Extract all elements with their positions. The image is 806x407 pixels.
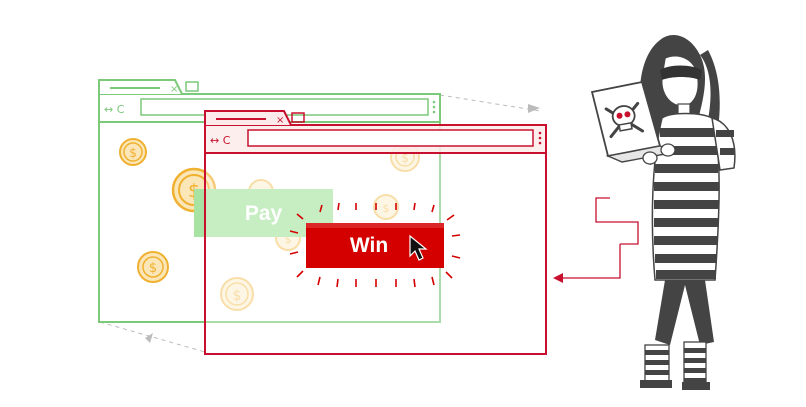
svg-text:$: $ [383,202,390,215]
attacker-character [590,35,736,390]
attacker-address-bar [247,129,534,147]
eye-mask [660,65,702,80]
dollar-coin-icon: $ [373,194,399,220]
legit-menu-icon [432,100,436,114]
attacker-nav-controls-icon: ↔ C [210,134,231,147]
svg-text:$: $ [149,261,157,276]
dollar-coin-icon: $ [119,138,147,166]
attacker-tab-close-icon: × [276,115,284,126]
attacker-new-tab-icon [291,112,305,123]
face [660,55,700,107]
striped-socks [644,341,707,385]
legit-nav-controls-icon: ↔ C [104,103,125,116]
win-button[interactable] [306,223,444,268]
win-burst-lines [289,202,461,288]
legit-new-tab-icon [185,81,199,92]
attacker-menu-icon [538,131,542,145]
guide-arrow-top [528,104,540,113]
attack-connector [560,197,639,279]
skull-crossbones-icon [604,101,645,139]
dollar-coin-icon: $ [220,277,254,311]
guide-arrow-bottom [145,333,153,343]
svg-text:$: $ [285,233,292,246]
legs [655,280,714,345]
attack-arrow-head [553,273,563,283]
svg-text:$: $ [401,151,409,165]
mouse-pointer-icon [409,234,428,261]
dollar-coin-icon: $ [137,251,169,283]
legit-tab-close-icon: × [170,84,178,95]
svg-text:$: $ [129,146,137,160]
svg-text:$: $ [233,288,242,304]
perspective-guides [99,94,541,353]
